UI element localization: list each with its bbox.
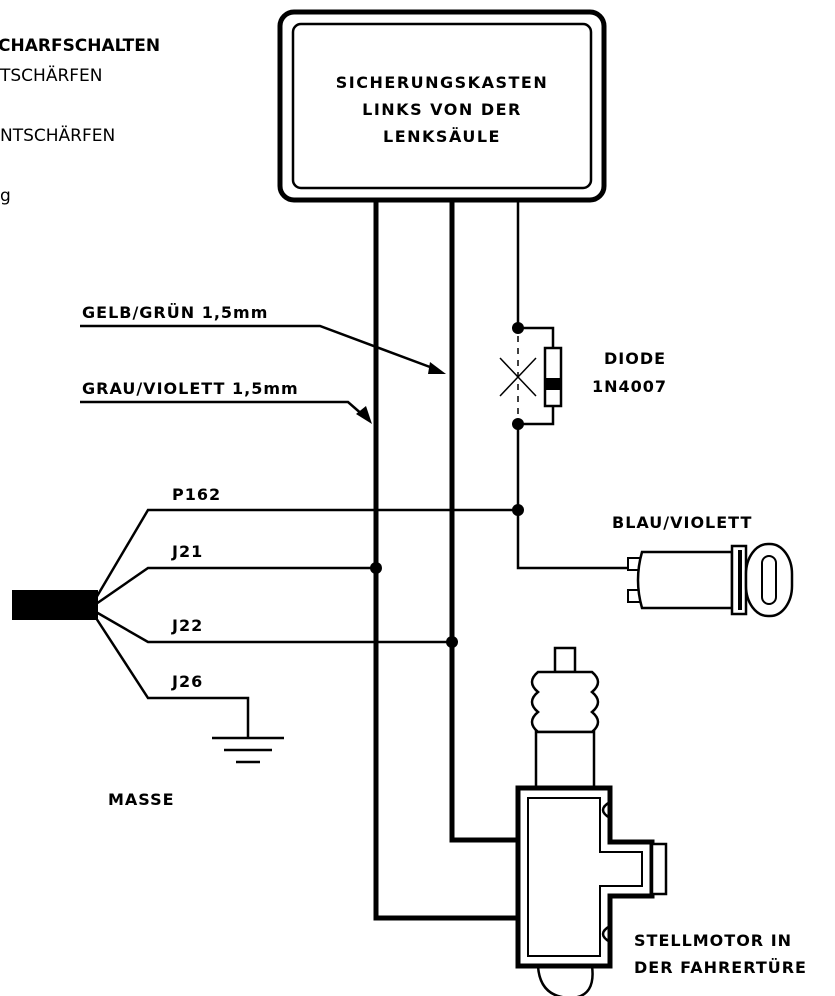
- fuse-box-label-line-2: LINKS VON DER: [362, 100, 522, 119]
- ground-label: MASSE: [108, 790, 175, 809]
- label-grey-violet: GRAU/VIOLETT 1,5mm: [82, 379, 299, 398]
- fuse-box-label-line-1: SICHERUNGSKASTEN: [336, 73, 548, 92]
- arrow-yellow-green-icon: [428, 362, 446, 374]
- cut-off-text-line-1: CHARFSCHALTEN: [0, 36, 161, 56]
- arrow-grey-violet-icon: [356, 406, 372, 424]
- label-yellow-green: GELB/GRÜN 1,5mm: [82, 303, 268, 322]
- lock-cylinder-icon: [627, 542, 794, 618]
- actuator-motor-icon: [515, 646, 668, 996]
- pin-label-j26: J26: [171, 672, 203, 691]
- cut-off-text-line-4: g: [0, 186, 11, 206]
- fuse-box: SICHERUNGSKASTEN LINKS VON DER LENKSÄULE: [277, 9, 607, 203]
- wire-grey-violet: [373, 200, 518, 921]
- diode-label-line-2: 1N4007: [592, 377, 667, 396]
- ground-icon: [212, 736, 284, 764]
- diode-label-line-1: DIODE: [604, 349, 666, 368]
- junction-p162: [512, 504, 524, 516]
- diode-symbol: [499, 322, 563, 430]
- harness-wires: [94, 508, 518, 738]
- pin-label-j21: J21: [171, 542, 203, 561]
- leader-yellow-green: [80, 324, 439, 372]
- pin-label-j22: J22: [171, 616, 203, 635]
- wire-yellow-green: [449, 200, 518, 843]
- junction-j22: [446, 636, 458, 648]
- pin-label-p162: P162: [172, 485, 221, 504]
- junction-j21: [370, 562, 382, 574]
- cut-off-text-line-2: TSCHÄRFEN: [0, 66, 103, 86]
- actuator-label-line-1: STELLMOTOR IN: [634, 931, 792, 950]
- fuse-box-label-line-3: LENKSÄULE: [383, 127, 501, 146]
- leader-grey-violet: [80, 400, 365, 417]
- actuator-label-line-2: DER FAHRERTÜRE: [634, 958, 807, 977]
- wire-diode-lower: [516, 424, 628, 570]
- cable-bundle: [12, 590, 98, 620]
- label-blue-violet: BLAU/VIOLETT: [612, 513, 752, 532]
- cut-off-text-line-3: NTSCHÄRFEN: [0, 126, 116, 146]
